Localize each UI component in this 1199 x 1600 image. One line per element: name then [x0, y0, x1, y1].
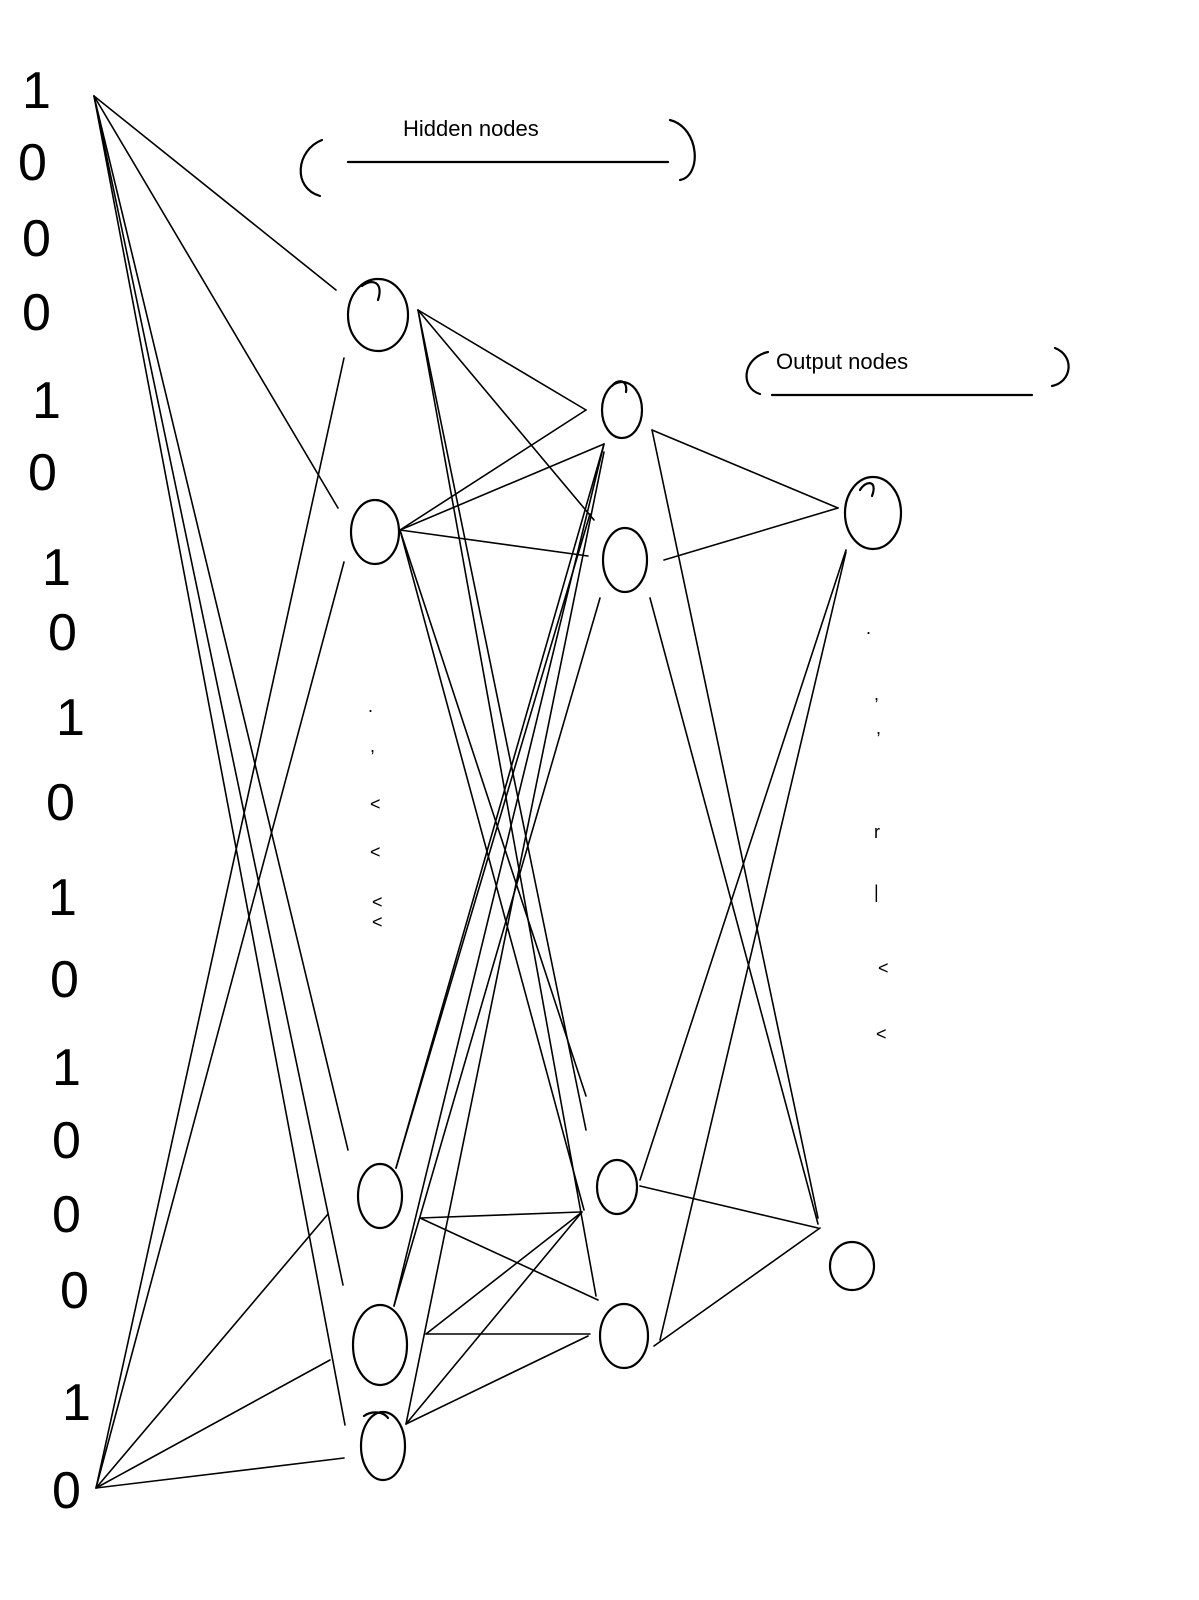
hidden-node: [351, 1303, 409, 1387]
output-node: [843, 475, 903, 551]
output-node: [828, 1240, 876, 1292]
input-bit: 1: [62, 1374, 91, 1432]
input-bit: 0: [48, 604, 77, 662]
edge: [95, 1359, 331, 1489]
edge: [405, 1211, 583, 1425]
hidden-node: [601, 526, 649, 594]
ellipsis-mark: r: [874, 822, 880, 842]
left-bracket-icon: [299, 138, 324, 198]
edge: [93, 95, 346, 1426]
input-bit: 0: [28, 444, 57, 502]
input-bit: 0: [22, 284, 51, 342]
ellipsis-mark: ,: [874, 684, 879, 704]
ellipsis-mark: <: [372, 892, 383, 912]
hidden-nodes-label-group: Hidden nodes: [299, 116, 696, 198]
hidden-node: [356, 1162, 404, 1230]
input-bit: 1: [42, 539, 71, 597]
edge: [639, 1185, 819, 1229]
edge: [419, 1211, 581, 1219]
ellipsis-mark: <: [372, 912, 383, 932]
input-bits-column: 1 0 0 0 1 0 1 0 1 0 1 0 1 0 0 0 1 0: [18, 62, 91, 1520]
ellipsis-mark: <: [370, 794, 381, 814]
hidden-ellipsis: . , < < < <: [368, 696, 383, 932]
input-bit: 1: [48, 869, 77, 927]
hidden-node: [598, 1302, 650, 1370]
ellipsis-mark: |: [874, 882, 879, 902]
edge: [417, 309, 587, 1131]
edge: [417, 309, 597, 1297]
hidden-node: [595, 1158, 639, 1216]
edge: [399, 529, 585, 1211]
input-bit: 0: [52, 1462, 81, 1520]
node-stroke: [360, 281, 381, 302]
left-bracket-icon: [745, 350, 770, 396]
input-bit: 1: [56, 689, 85, 747]
input-bit: 0: [50, 951, 79, 1009]
edge: [417, 309, 587, 411]
right-bracket-icon: [668, 118, 696, 182]
edge: [405, 1335, 589, 1425]
hidden-node: [600, 380, 644, 440]
edge: [93, 95, 337, 291]
edge: [419, 1217, 599, 1301]
hidden-node: [359, 1410, 407, 1482]
input-bit: 1: [32, 372, 61, 430]
edge: [649, 597, 819, 1225]
output-layer: [828, 475, 903, 1292]
edge: [639, 549, 847, 1181]
input-bit: 0: [46, 774, 75, 832]
input-bit: 0: [60, 1262, 89, 1320]
output-nodes-label-group: Output nodes: [745, 346, 1070, 397]
ellipsis-mark: <: [876, 1024, 887, 1044]
node-stroke: [362, 1411, 390, 1420]
ellipsis-mark: <: [370, 842, 381, 862]
input-bit: 0: [18, 134, 47, 192]
edge: [653, 1227, 821, 1347]
hidden-nodes-label: Hidden nodes: [403, 116, 539, 141]
ellipsis-mark: ,: [876, 718, 881, 738]
edge: [393, 443, 605, 1307]
edge: [95, 561, 345, 1489]
output-ellipsis: . , , r | < <: [866, 618, 889, 1044]
edge: [395, 443, 605, 1169]
ellipsis-mark: <: [878, 958, 889, 978]
edge: [93, 95, 339, 509]
input-bit: 0: [52, 1112, 81, 1170]
edge: [399, 409, 587, 531]
edge: [393, 597, 601, 1307]
ellipsis-mark: .: [368, 696, 373, 716]
edge: [95, 1213, 329, 1489]
edge: [95, 1457, 345, 1489]
edge: [659, 551, 847, 1341]
edge: [417, 309, 595, 521]
ellipsis-mark: ,: [370, 736, 375, 756]
hidden-layer-2: [595, 380, 650, 1370]
output-nodes-label: Output nodes: [776, 349, 908, 374]
edge: [399, 529, 587, 1097]
hidden-node: [349, 498, 401, 566]
hidden-node: [346, 277, 410, 353]
right-bracket-icon: [1050, 346, 1070, 388]
edge: [651, 429, 819, 1219]
edge: [399, 529, 589, 557]
connection-lines: [93, 95, 847, 1489]
node-stroke: [858, 482, 875, 498]
edge: [651, 429, 839, 509]
node-stroke: [610, 380, 628, 394]
input-bit: 1: [52, 1039, 81, 1097]
edge: [425, 1211, 583, 1335]
edge: [395, 513, 591, 1169]
hidden-layer-1: [346, 277, 410, 1482]
edge: [93, 95, 349, 1151]
edge: [95, 357, 345, 1489]
ellipsis-mark: .: [866, 618, 871, 638]
input-bit: 0: [52, 1186, 81, 1244]
edge: [663, 507, 839, 561]
input-bit: 0: [22, 210, 51, 268]
edge: [93, 95, 344, 1286]
edge: [399, 443, 605, 531]
edge: [405, 451, 605, 1425]
input-bit: 1: [22, 62, 51, 120]
